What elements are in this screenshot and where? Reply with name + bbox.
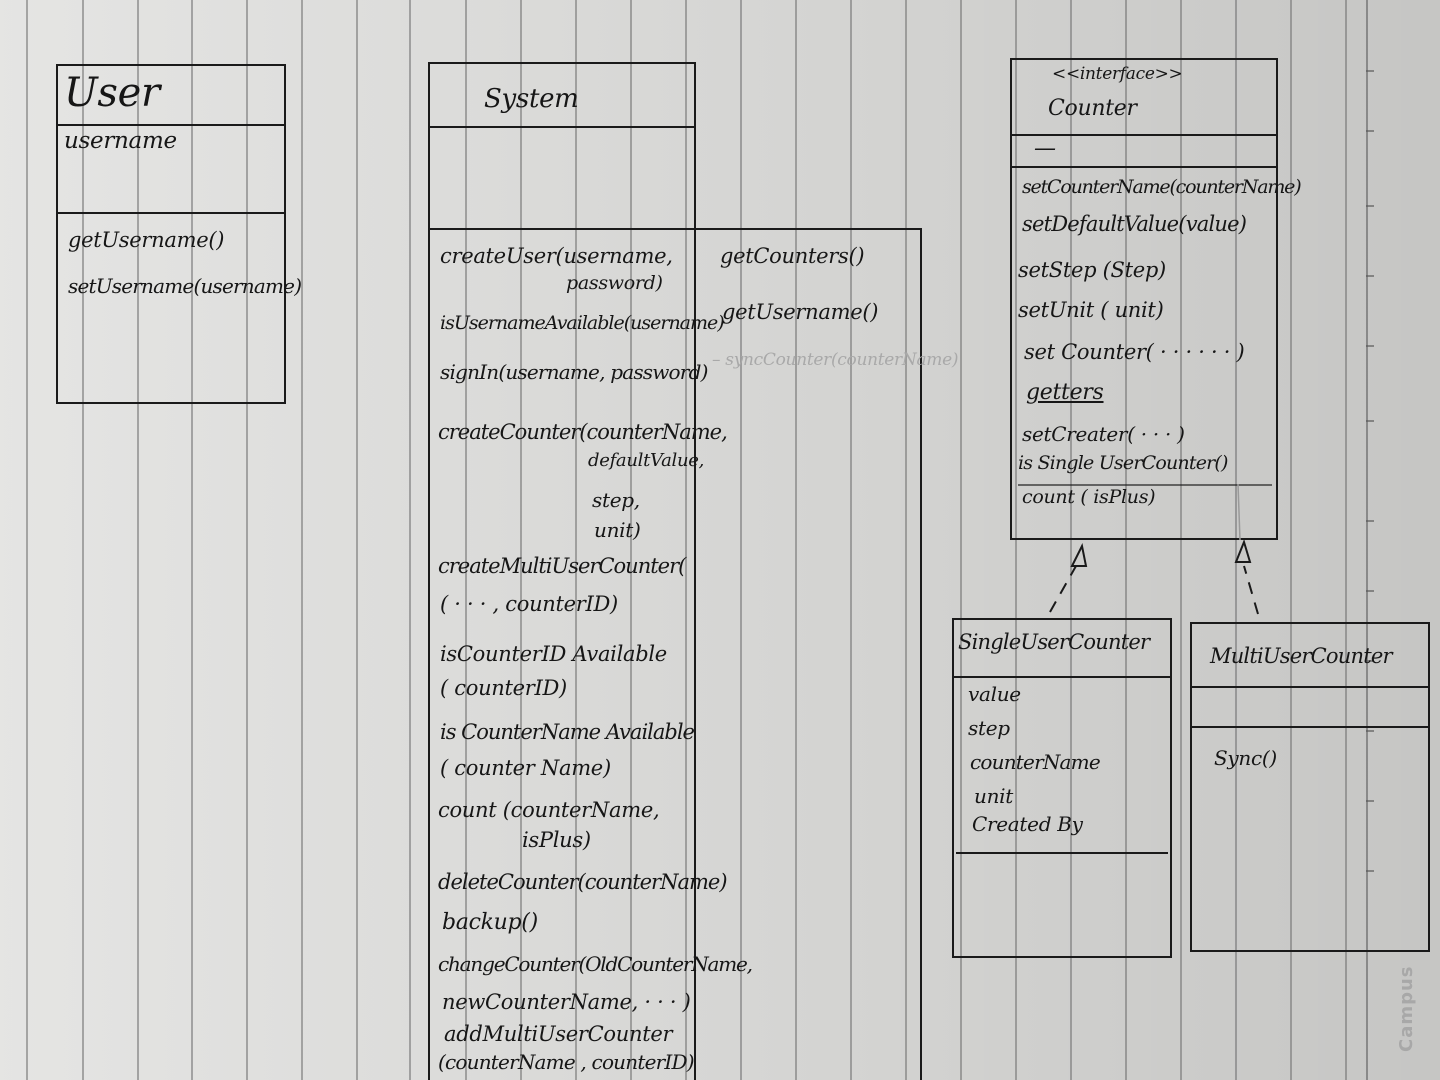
counter-divider-name (1010, 134, 1278, 136)
system-method: createCounter(counterName, (438, 420, 728, 444)
system-method: count (counterName, (438, 798, 660, 822)
system-method: defaultValue, (588, 450, 705, 471)
counter-method: setCreater( · · · ) (1022, 422, 1185, 446)
system-method: unit) (594, 518, 641, 542)
multi-method: Sync() (1214, 746, 1277, 770)
system-method: password) (566, 272, 663, 294)
single-user-counter-class (952, 618, 1172, 958)
multi-divider-attrs (1190, 726, 1430, 728)
faint-connector-line (1237, 483, 1241, 541)
system-extension-border (920, 228, 922, 1080)
system-method: changeCounter(OldCounterName, (438, 952, 753, 976)
system-method: (counterName , counterID) (438, 1050, 695, 1074)
system-method: addMultiUserCounter (444, 1022, 673, 1046)
system-class-name: System (484, 84, 579, 114)
system-method: isPlus) (522, 828, 591, 852)
counter-method: count ( isPlus) (1022, 486, 1156, 508)
counter-divider-attrs (1010, 166, 1278, 168)
realization-arrow-single (1049, 542, 1088, 613)
single-user-counter-name: SingleUserCounter (958, 630, 1150, 654)
multi-divider-name (1190, 686, 1430, 688)
counter-method: setDefaultValue(value) (1022, 212, 1247, 236)
system-method: createMultiUserCounter( (438, 554, 686, 578)
system-method: getCounters() (720, 244, 865, 268)
counter-method: setUnit ( unit) (1018, 298, 1164, 322)
counter-interface-name: Counter (1048, 96, 1137, 121)
system-method: step, (592, 488, 640, 512)
user-class (56, 64, 286, 404)
user-class-name: User (64, 70, 160, 116)
system-method: ( counterID) (440, 676, 567, 700)
system-method: deleteCounter(counterName) (438, 870, 728, 894)
single-attribute: step (968, 716, 1010, 740)
system-divider-name (428, 126, 696, 128)
counter-method-getters: getters (1026, 380, 1104, 405)
multi-user-counter-name: MultiUserCounter (1210, 644, 1393, 668)
notebook-brand-logo: Campus (1396, 965, 1417, 1052)
user-method: getUsername() (68, 228, 225, 252)
counter-method: setCounterName(counterName) (1022, 176, 1302, 198)
single-attribute: counterName (970, 750, 1101, 774)
system-method: isUsernameAvailable(username) (440, 312, 725, 334)
system-method: signIn(username, password) (440, 360, 708, 384)
counter-attribute: — (1034, 136, 1056, 161)
system-method: createUser(username, (440, 244, 673, 268)
counter-method: is Single UserCounter() (1018, 452, 1228, 474)
system-class (428, 62, 696, 1080)
single-attribute: unit (974, 784, 1013, 808)
single-divider-name (952, 676, 1172, 678)
system-method: ( · · · , counterID) (440, 592, 618, 616)
system-divider-attrs (428, 228, 922, 230)
counter-method: setStep (Step) (1018, 258, 1166, 282)
counter-stereotype: <<interface>> (1052, 64, 1183, 84)
realization-arrow-multi (1234, 538, 1259, 615)
system-method: is CounterName Available (440, 720, 695, 744)
system-method: getUsername() (722, 300, 879, 324)
counter-method: set Counter( · · · · · · ) (1024, 340, 1245, 364)
counter-interface (1010, 58, 1278, 540)
counter-divider-count (1018, 484, 1272, 486)
multi-user-counter-class (1190, 622, 1430, 952)
system-method: newCounterName, · · · ) (442, 990, 691, 1014)
user-attribute: username (64, 128, 177, 154)
single-attribute: value (968, 682, 1021, 706)
system-method: backup() (442, 910, 538, 935)
single-attribute: Created By (972, 812, 1083, 836)
system-method-erased: – syncCounter(counterName) (712, 350, 959, 370)
user-divider-name (56, 124, 286, 126)
system-method: ( counter Name) (440, 756, 611, 780)
user-method: setUsername(username) (68, 274, 302, 298)
single-divider-attrs (956, 852, 1168, 854)
system-method: isCounterID Available (440, 642, 667, 666)
user-divider-attrs (56, 212, 286, 214)
